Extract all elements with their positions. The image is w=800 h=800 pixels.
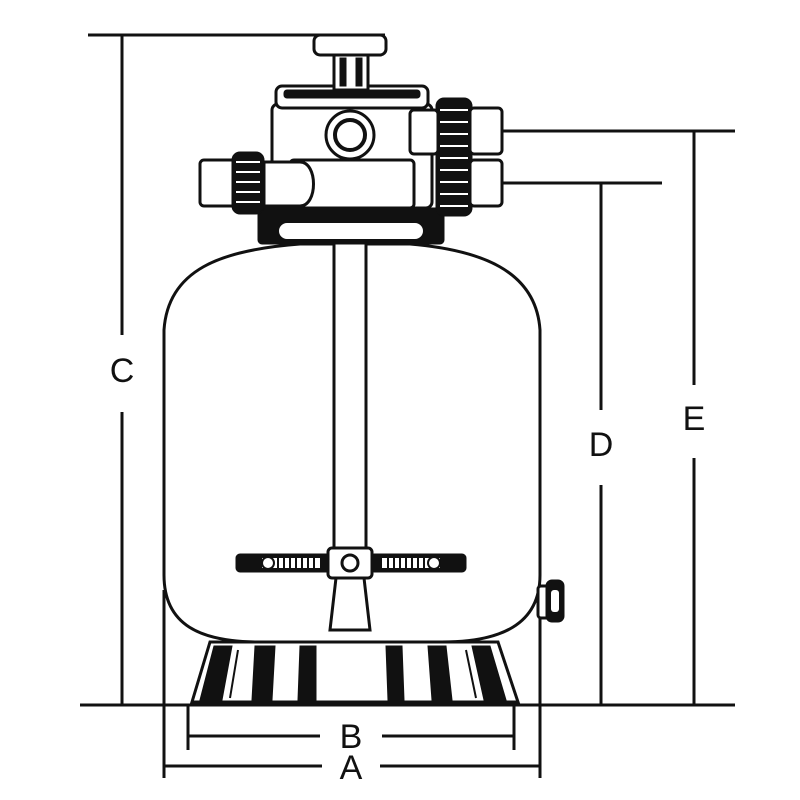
dimension-label-d: D xyxy=(589,426,614,464)
dimension-label-e: E xyxy=(683,400,706,438)
drain-valve xyxy=(536,579,565,623)
dimension-label-c: C xyxy=(110,352,135,390)
dimension-label-a: A xyxy=(340,749,363,787)
multiport-valve xyxy=(198,33,504,245)
dimension-lines xyxy=(80,33,735,778)
laterals xyxy=(235,546,467,632)
filter-base xyxy=(189,640,521,704)
dimension-label-b: B xyxy=(340,718,363,756)
standpipe xyxy=(332,238,368,556)
dimension-labels: C D E B A xyxy=(110,352,706,787)
